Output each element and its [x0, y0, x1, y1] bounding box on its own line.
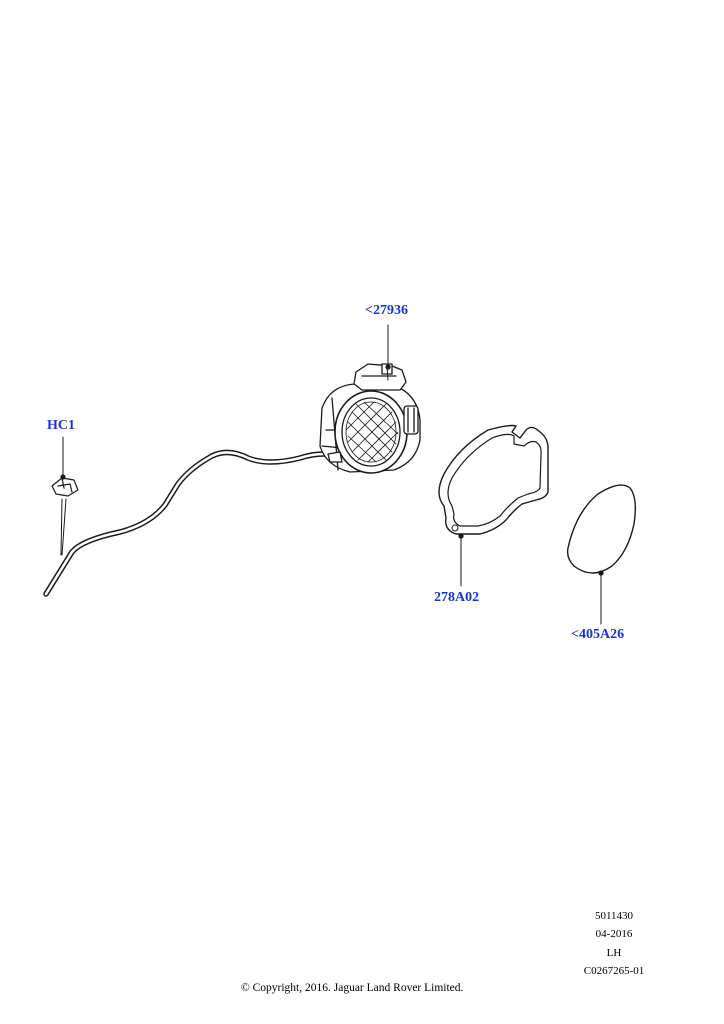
date-code: 04-2016	[595, 928, 633, 940]
reference-number: 5011430	[594, 910, 634, 922]
side-indicator: LH	[606, 947, 622, 959]
callout-gasket[interactable]: 278A02	[434, 590, 480, 605]
callout-filler-housing[interactable]: <27936	[365, 303, 408, 318]
hose-clip[interactable]	[51, 477, 79, 556]
callout-clip[interactable]: HC1	[47, 418, 75, 433]
callout-seal[interactable]: <405A26	[571, 627, 625, 642]
fuel-filler-housing[interactable]	[319, 363, 421, 474]
drain-hose	[43, 449, 339, 597]
copyright-notice: © Copyright, 2016. Jaguar Land Rover Lim…	[241, 982, 464, 994]
illustration-code: C0267265-01	[583, 965, 645, 977]
gasket[interactable]	[438, 424, 549, 535]
seal[interactable]	[566, 484, 637, 574]
